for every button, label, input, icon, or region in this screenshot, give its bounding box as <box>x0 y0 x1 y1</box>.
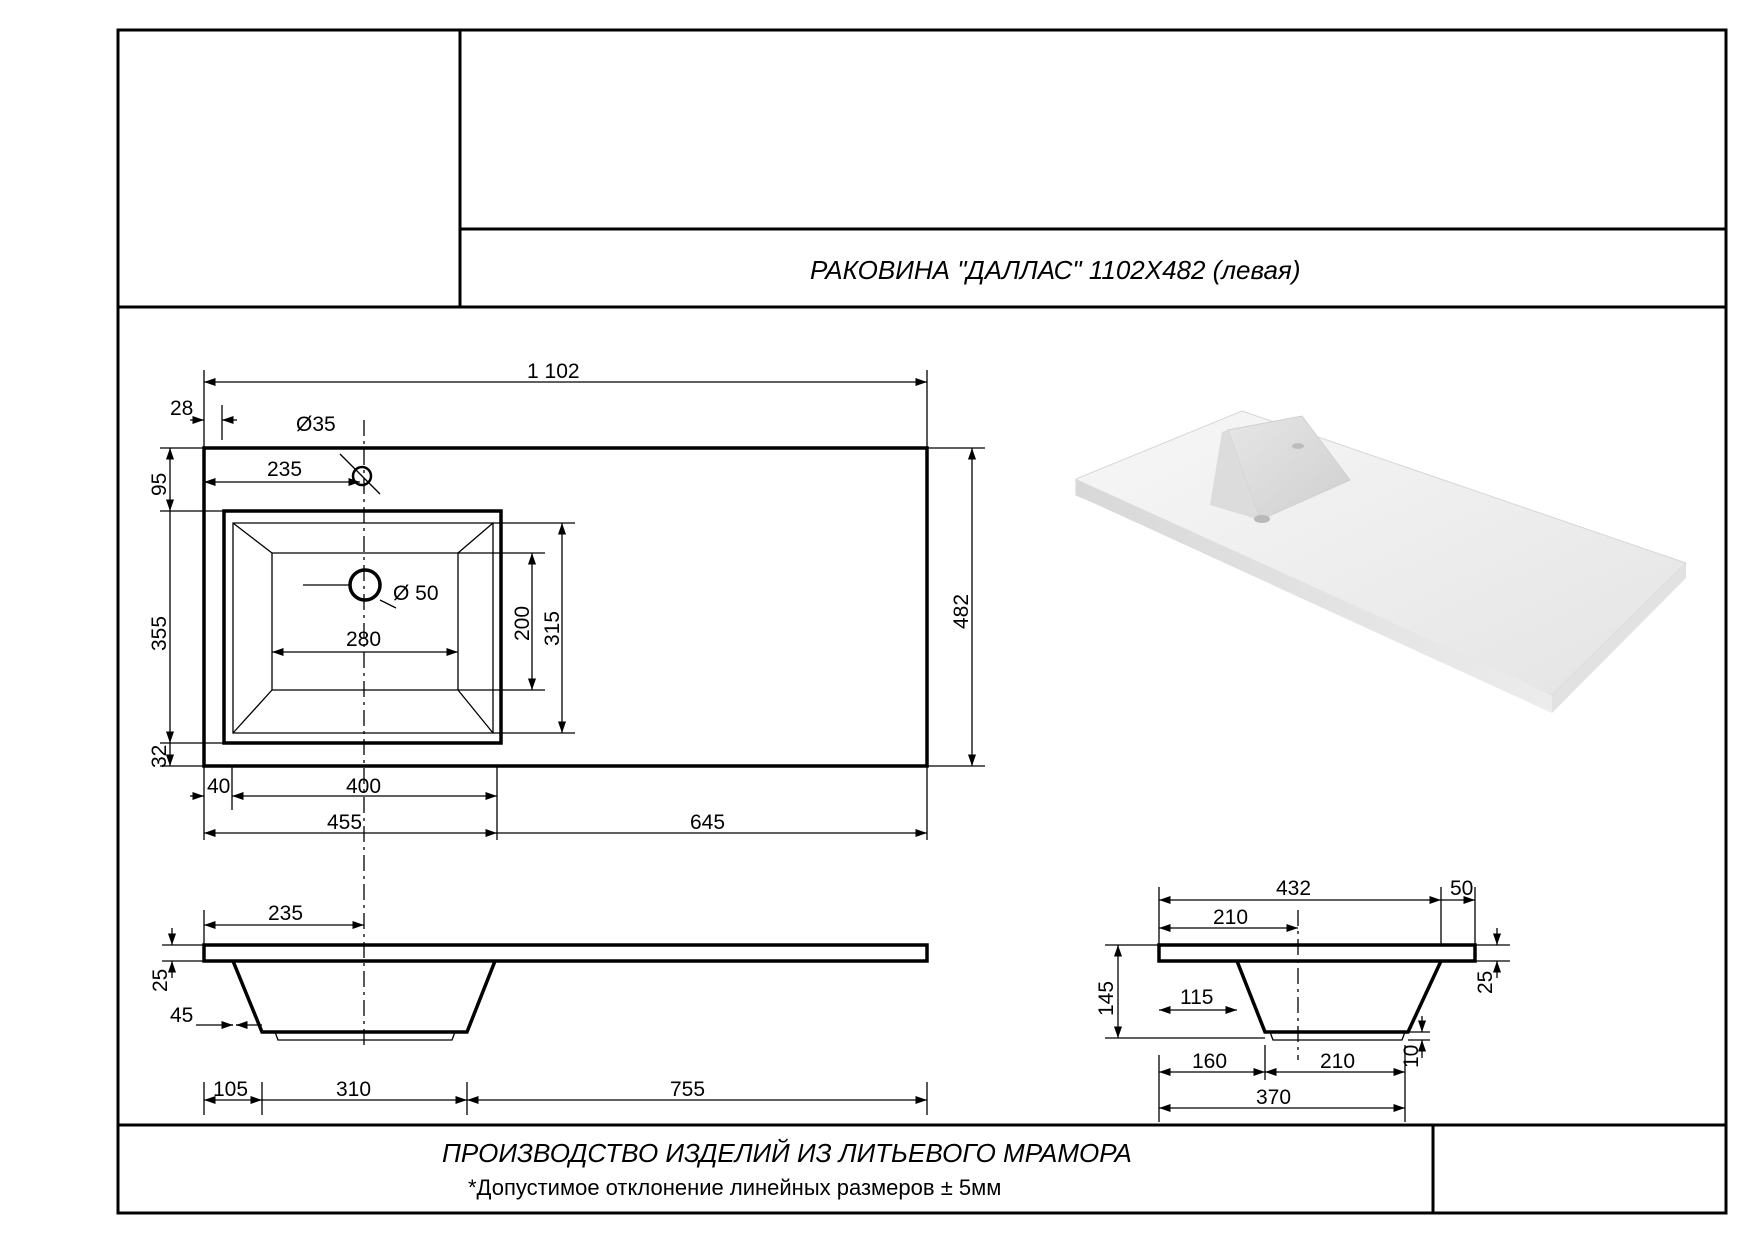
product-title: РАКОВИНА "ДАЛЛАС" 1102Х482 (левая) <box>810 255 1300 285</box>
dim-side-height: 145 <box>1095 981 1118 1016</box>
dim-side-lip: 50 <box>1450 877 1473 900</box>
dim-front-drain: 235 <box>268 902 303 925</box>
front-bowl-profile <box>231 960 497 1034</box>
dim-bowl-inner-width: 280 <box>346 628 381 651</box>
dim-side-slab: 25 <box>1474 971 1497 994</box>
dim-shelf-width: 645 <box>690 811 725 834</box>
side-bowl-profile <box>1235 960 1443 1034</box>
dim-front-bottom: 310 <box>336 1078 371 1101</box>
dim-tap-offset: 28 <box>170 397 193 420</box>
side-section: 432 50 210 145 115 25 10 160 210 370 <box>1095 877 1510 1122</box>
dim-bowl-outer-width: 400 <box>346 775 381 798</box>
dim-front-wall: 45 <box>170 1004 193 1027</box>
dim-side-drain: 210 <box>1213 906 1248 929</box>
dim-front-right: 755 <box>670 1078 705 1101</box>
dim-side-bottom: 210 <box>1320 1050 1355 1073</box>
dim-bowl-mid-depth: 315 <box>541 611 564 646</box>
dim-top-margin: 95 <box>148 473 171 496</box>
footer-title: ПРОИЗВОДСТВО ИЗДЕЛИЙ ИЗ ЛИТЬЕВОГО МРАМОР… <box>442 1138 1132 1168</box>
dim-bowl-inner-depth: 200 <box>511 606 534 641</box>
dim-left-margin: 40 <box>207 775 230 798</box>
title-frame <box>116 28 1728 1215</box>
tap-hole <box>351 465 373 487</box>
dim-front-left: 105 <box>213 1078 248 1101</box>
dim-bowl-depth: 355 <box>148 616 171 651</box>
dim-bowl-section: 455 <box>327 811 362 834</box>
footer-note: *Допустимое отклонение линейных размеров… <box>468 1175 1001 1200</box>
dim-side-total: 370 <box>1256 1086 1291 1109</box>
dim-drain-hole: Ø 50 <box>393 582 439 605</box>
plan-view: 1 102 28 Ø35 235 95 355 32 Ø 50 280 200 … <box>148 360 985 1045</box>
countertop-outline <box>202 446 929 768</box>
side-slab <box>1157 943 1477 963</box>
dim-front-slab: 25 <box>149 969 172 992</box>
dim-overall-width: 1 102 <box>527 360 580 383</box>
dim-tap-hole: Ø35 <box>296 413 336 436</box>
dim-side-overall: 432 <box>1276 877 1311 900</box>
bowl-bottom <box>271 552 459 691</box>
sink-render-image <box>1075 410 1687 713</box>
front-section: 235 25 45 105 310 755 <box>149 902 929 1115</box>
bowl-outer-outline <box>222 509 503 745</box>
dim-tap-from-left: 235 <box>267 458 302 481</box>
drain-hole <box>348 568 382 602</box>
dim-side-front: 160 <box>1192 1050 1227 1073</box>
dim-side-bottom-thk: 10 <box>1400 1045 1423 1068</box>
dim-overall-depth: 482 <box>950 594 973 629</box>
front-slab <box>202 943 929 963</box>
dim-side-inner: 115 <box>1180 986 1213 1009</box>
dim-front-margin: 32 <box>148 745 171 768</box>
